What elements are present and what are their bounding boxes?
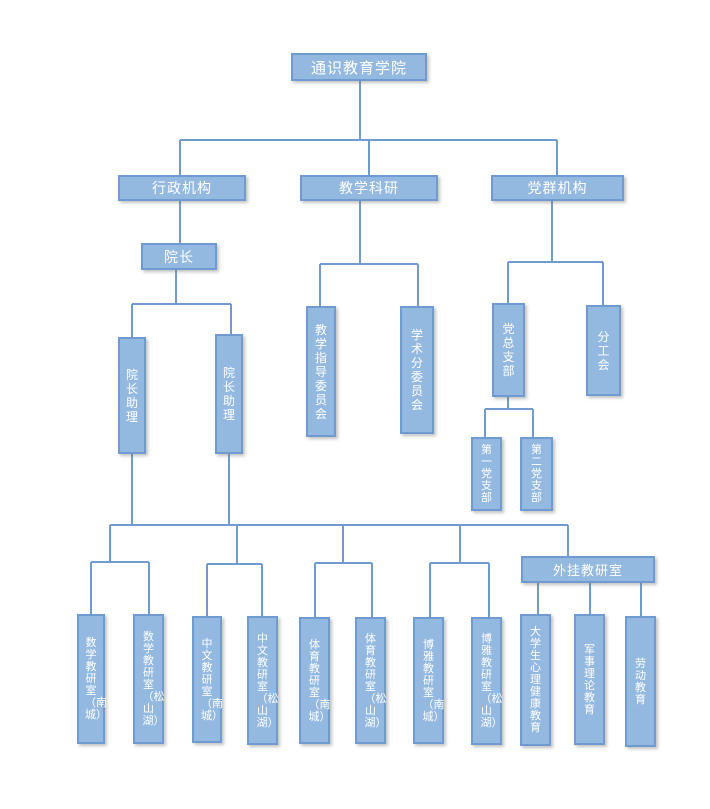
node-teaching: 教学科研 [300, 175, 438, 201]
node-office-chinese-songshanhu: 中文教研室（松山湖） [247, 616, 278, 745]
node-office-boya-nancheng: 博雅教研室（南城） [413, 617, 444, 744]
node-assistant-left: 院长助理 [118, 337, 146, 454]
node-assistant-right: 院长助理 [215, 334, 243, 454]
node-affiliated-military: 军事理论教育 [574, 614, 605, 745]
node-teaching-guidance: 教学指导委员会 [306, 306, 336, 437]
node-affiliated-labor: 劳动教育 [625, 616, 656, 747]
node-office-pe-songshanhu: 体育教研室（松山湖） [355, 617, 386, 744]
node-party-branch-1: 第一党支部 [471, 437, 502, 511]
node-office-chinese-nancheng: 中文教研室（南城） [192, 616, 223, 743]
node-admin: 行政机构 [118, 175, 246, 201]
node-affiliated-psych: 大学生心理健康教育 [520, 614, 551, 746]
node-office-boya-songshanhu: 博雅教研室（松山湖） [471, 617, 502, 745]
node-office-math-nancheng: 数学教研室（南城） [77, 614, 107, 744]
node-office-pe-nancheng: 体育教研室（南城） [299, 617, 330, 744]
node-dean: 院长 [141, 243, 217, 270]
node-office-math-songshanhu: 数学教研室（松山湖） [133, 614, 164, 744]
node-root: 通识教育学院 [291, 53, 427, 81]
node-party-union: 分工会 [586, 305, 621, 396]
node-party-branch-2: 第二党支部 [520, 437, 553, 511]
node-party-general-branch: 党总支部 [492, 303, 525, 397]
node-affiliated: 外挂教研室 [521, 556, 655, 583]
node-party: 党群机构 [491, 175, 624, 201]
node-teaching-academic: 学术分委员会 [400, 306, 434, 434]
